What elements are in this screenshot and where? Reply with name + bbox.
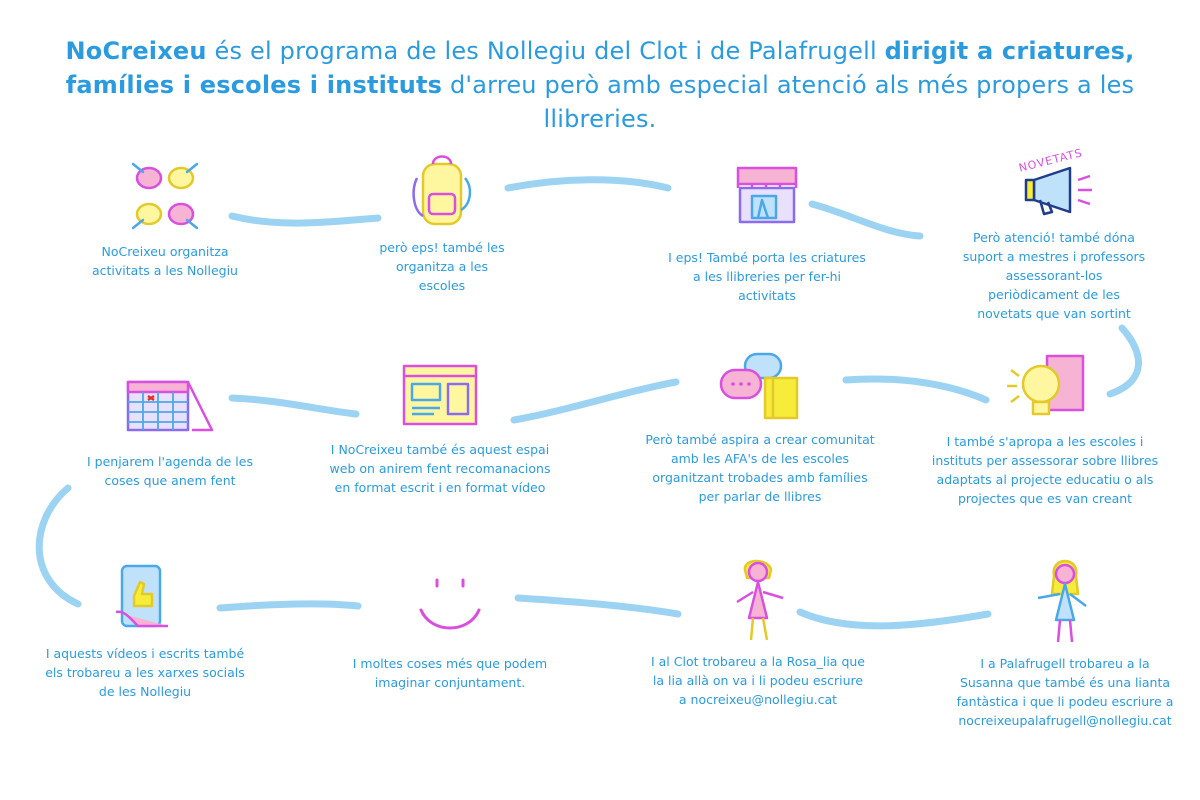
step-7-caption: I NoCreixeu també és aquest espai web on… [329,442,551,495]
step-12-caption: I a Palafrugell trobareu a la Susanna qu… [956,656,1174,728]
backpack-icon [412,155,472,226]
connector-11-12 [796,608,992,630]
connector-2-3 [504,176,672,192]
step-5: I també s'apropa a les escoles i institu… [920,350,1170,508]
step-8: I penjarem l'agenda de les coses que ane… [70,376,270,490]
connector-6-7 [510,378,680,424]
step-3: I eps! També porta les criatures a les l… [662,162,872,305]
step-8-caption: I penjarem l'agenda de les coses que ane… [86,454,253,488]
connector-5-6 [842,375,990,404]
step-9: I aquests vídeos i escrits també els tro… [40,560,250,701]
connector-1-2 [228,212,382,227]
step-9-caption: I aquests vídeos i escrits també els tro… [45,646,245,699]
connector-8-9 [35,484,82,608]
connector-10-11 [514,594,682,618]
step-6-caption: Però també aspira a crear comunitat amb … [645,432,875,504]
step-12: I a Palafrugell trobareu a la Susanna qu… [950,554,1180,730]
intro-bold-audience: dirigit a criatures, famílies i escoles … [65,37,1135,99]
lightbulb-icon [1007,354,1085,416]
calendar-icon [126,380,214,432]
step-3-caption: I eps! També porta les criatures a les l… [668,250,866,303]
phone-like-icon [115,564,168,628]
susanna-figure-icon [1037,559,1087,643]
step-4-caption: Però atenció! també dóna suport a mestre… [962,230,1146,321]
step-1: NoCreixeu organitza activitats a les Nol… [70,158,260,280]
intro-text-1: és el programa de les Nollegiu del Clot … [206,37,885,65]
intro-paragraph: NoCreixeu és el programa de les Nollegiu… [40,34,1160,136]
step-10: I moltes coses més que podem imaginar co… [340,572,560,692]
rosa-figure-icon [736,559,784,641]
connector-3-4 [808,200,924,240]
smile-icon [419,578,481,630]
step-11: I al Clot trobareu a la Rosa_lia que la … [646,552,870,709]
step-4: NOVETATS Però atenció! també dóna suport… [944,146,1164,323]
brand-name: NoCreixeu [65,37,207,65]
intro-text-2: d'arreu però amb especial atenció als mé… [442,71,1135,133]
step-10-caption: I moltes coses més que podem imaginar co… [352,656,548,690]
bookshop-icon [736,166,798,224]
step-11-caption: I al Clot trobareu a la Rosa_lia que la … [650,654,865,707]
chat-bubbles-icon [719,352,799,420]
megaphone-icon [1024,166,1092,216]
step-6: Però també aspira a crear comunitat amb … [640,348,880,506]
step-1-caption: NoCreixeu organitza activitats a les Nol… [92,244,238,278]
step-2-caption: però eps! també les organitza a les esco… [379,240,505,293]
connector-7-8 [228,394,360,418]
webpage-icon [402,364,478,426]
hands-icon [131,162,199,230]
connector-4-5 [1106,324,1142,398]
connector-9-10 [216,600,362,612]
step-2: però eps! també les organitza a les esco… [352,150,532,295]
step-7: I NoCreixeu també és aquest espai web on… [320,360,560,497]
step-5-caption: I també s'apropa a les escoles i institu… [931,434,1159,506]
